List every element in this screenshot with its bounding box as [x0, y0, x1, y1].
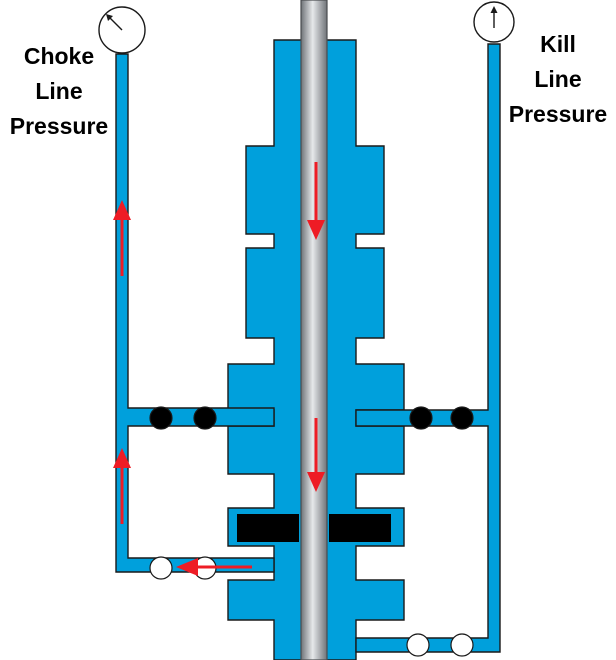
closed-valve-icon [450, 406, 474, 430]
kill-label-line-3: Pressure [508, 101, 608, 127]
flow-arrow-up-choke-upper-icon [113, 200, 131, 276]
choke-line-pressure-label: Choke Line Pressure [2, 39, 116, 144]
open-valve-icon [450, 633, 474, 657]
closed-pipe-ram-right [329, 514, 391, 542]
flow-arrow-up-choke-lower-icon [113, 448, 131, 524]
kill-label-line-2: Line [534, 66, 582, 92]
choke-line-vertical [115, 53, 275, 573]
open-valve-icon [149, 556, 173, 580]
flow-arrow-down-upper-icon [307, 162, 325, 240]
choke-line-pressure-gauge-icon [98, 6, 146, 54]
open-valve-icon [406, 633, 430, 657]
flow-arrow-down-lower-icon [307, 418, 325, 492]
kill-label-line-1: Kill [540, 31, 576, 57]
drill-pipe [300, 0, 328, 660]
choke-label-line-2: Line [35, 78, 83, 104]
kill-line-pressure-gauge-icon [473, 1, 515, 43]
closed-pipe-ram-left [237, 514, 299, 542]
closed-valve-icon [193, 406, 217, 430]
kill-line-pressure-label: Kill Line Pressure [500, 27, 616, 132]
closed-valve-icon [149, 406, 173, 430]
flow-arrow-left-choke-outlet-icon [176, 558, 252, 576]
kill-line-vertical [355, 43, 501, 653]
choke-label-line-3: Pressure [9, 113, 109, 139]
closed-valve-icon [409, 406, 433, 430]
choke-label-line-1: Choke [23, 43, 95, 69]
